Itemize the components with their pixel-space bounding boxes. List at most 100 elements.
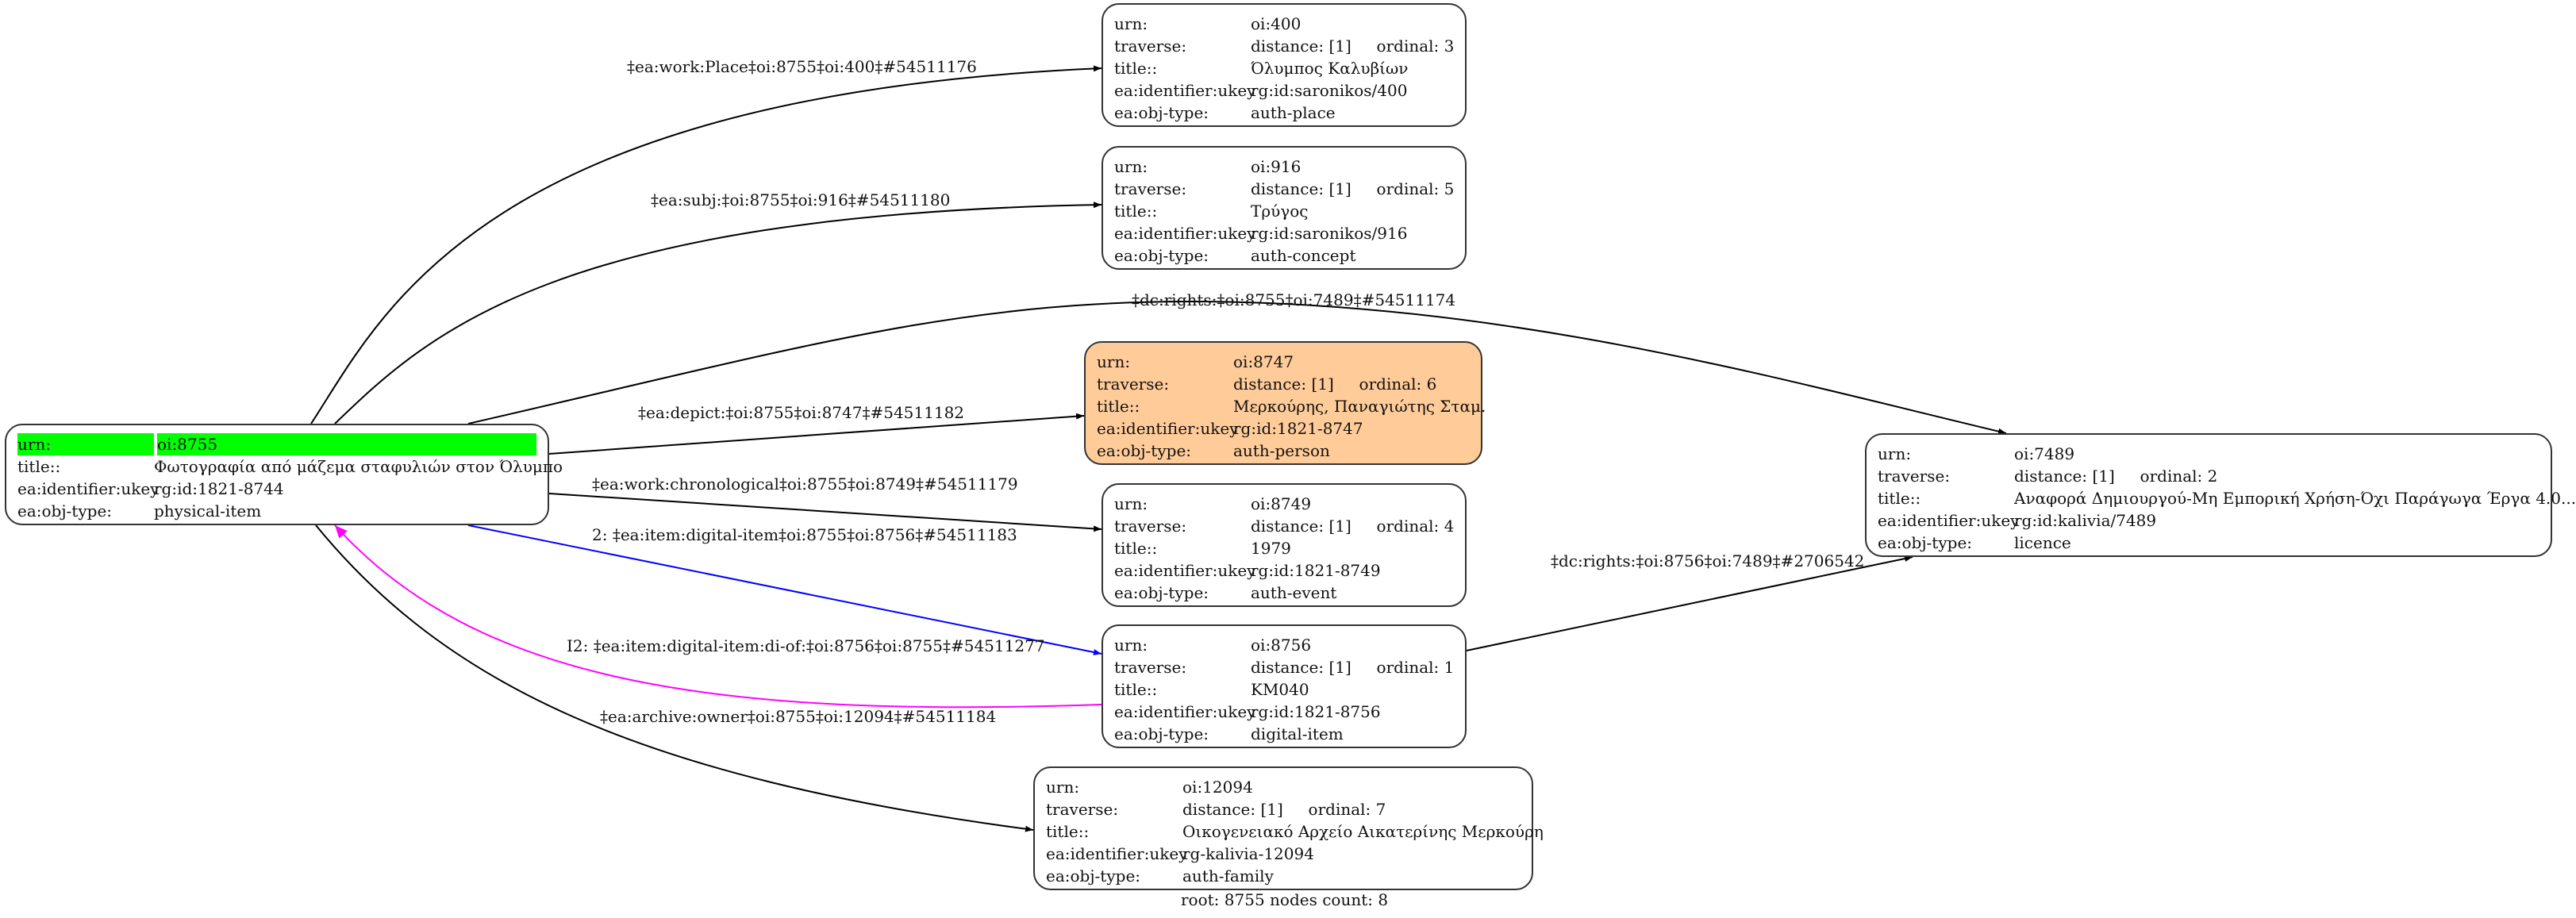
node-field-value: rg:id:1821-8756 <box>1251 702 1381 721</box>
node-row-title: title::KM040 <box>1114 678 1454 701</box>
node-field-key: ea:identifier:ukey <box>1114 702 1256 721</box>
node-field-key: title:: <box>1114 202 1158 221</box>
edge-label-di-of: I2: ‡ea:item:digital-item:di-of:‡oi:8756… <box>567 636 1045 655</box>
node-row-title: title::Όλυμπος Καλυβίων <box>1114 57 1454 79</box>
node-row-traverse: traverse:distance: [1] ordinal: 2 <box>1878 465 2539 487</box>
node-field-key: title:: <box>1046 822 1090 841</box>
node-field-key: ea:obj-type: <box>17 501 113 520</box>
node-field-key: ea:identifier:ukey <box>1878 511 2020 530</box>
node-field-value: distance: [1] ordinal: 7 <box>1182 800 1386 819</box>
node-field-value: rg:id:saronikos/916 <box>1251 224 1408 243</box>
node-row-urn: urn:oi:12094 <box>1046 776 1521 798</box>
edge-owner <box>315 524 1034 832</box>
node-field-key: urn: <box>17 433 157 455</box>
node-field-key: ea:identifier:ukey <box>1046 844 1188 863</box>
node-field-key: ea:obj-type: <box>1046 866 1141 885</box>
node-field-value: auth-event <box>1251 583 1337 602</box>
node-field-value: oi:8755 <box>157 435 218 454</box>
node-12094[interactable]: urn:oi:12094 traverse: distance: [1] ordin… <box>1033 766 1544 890</box>
node-field-key: traverse: <box>1046 800 1119 819</box>
edge-label-owner: ‡ea:archive:owner‡oi:8755‡oi:12094‡#5451… <box>600 707 997 726</box>
node-field-key: ea:obj-type: <box>1114 246 1209 265</box>
node-row-title: title::Μερκούρης, Παναγιώτης Σταμ. <box>1097 395 1486 417</box>
edge-di-of <box>334 524 1102 709</box>
node-field-key: ea:obj-type: <box>1114 103 1209 122</box>
node-row-urn: urn: oi:7489 <box>1878 443 2539 465</box>
node-row-ea-obj-type: ea:obj-type: auth-event <box>1114 582 1454 604</box>
node-field-key: urn: <box>1878 444 1912 463</box>
node-row-ea-obj-type: ea:obj-type: licence <box>1878 532 2539 554</box>
node-field-value: rg:id:1821-8749 <box>1251 561 1381 580</box>
node-7489[interactable]: urn: oi:7489 traverse:distance: [1] ordina… <box>1865 433 2576 557</box>
edge-label-rights-root: ‡dc:rights:‡oi:8755‡oi:7489‡#54511174 <box>1132 290 1456 309</box>
node-field-value: rg:id:1821-8744 <box>154 479 284 498</box>
node-field-value: rg:id:saronikos/400 <box>1251 81 1408 100</box>
node-8749[interactable]: urn:oi:8749 traverse: distance: [1] ordina… <box>1102 483 1467 607</box>
node-row-ea-obj-type: ea:obj-type: digital-item <box>1114 723 1454 745</box>
node-field-value: licence <box>2014 533 2071 552</box>
node-field-key: title:: <box>1878 489 1921 508</box>
node-field-key: ea:obj-type: <box>1878 533 1973 552</box>
node-row-ea-obj-type: ea:obj-type:auth-family <box>1046 865 1521 887</box>
node-field-value: oi:8756 <box>1251 636 1312 655</box>
node-row-ea-obj-type: ea:obj-type:auth-concept <box>1114 244 1454 267</box>
node-field-key: ea:identifier:ukey <box>1114 81 1256 100</box>
node-field-key: traverse: <box>1114 179 1187 198</box>
node-field-value: auth-place <box>1251 103 1336 122</box>
node-field-value: Αναφορά Δημιουργού-Μη Εμπορική Χρήση-Όχι… <box>2014 489 2576 508</box>
node-field-value: KM040 <box>1251 680 1309 699</box>
node-row-traverse: traverse:distance: [1] ordinal: 3 <box>1114 35 1454 57</box>
node-field-value: auth-person <box>1233 441 1330 460</box>
node-row-urn: urn:oi:8755 <box>17 433 536 455</box>
node-field-value: oi:8747 <box>1233 352 1294 371</box>
node-field-key: urn: <box>1114 636 1148 655</box>
node-field-value: Τρύγος <box>1251 202 1309 221</box>
edge-subj <box>334 202 1102 424</box>
node-field-value: oi:916 <box>1251 157 1301 176</box>
node-field-key: traverse: <box>1878 467 1951 486</box>
node-field-value: distance: [1] ordinal: 6 <box>1233 374 1437 394</box>
node-field-key: ea:obj-type: <box>1114 583 1209 602</box>
node-field-value: distance: [1] ordinal: 4 <box>1251 517 1455 536</box>
node-field-key: traverse: <box>1114 517 1187 536</box>
node-field-value: Μερκούρης, Παναγιώτης Σταμ. <box>1233 397 1486 416</box>
node-row-traverse: traverse: distance: [1] ordinal: 5 <box>1114 178 1454 200</box>
node-field-key: ea:identifier:ukey <box>1114 224 1256 243</box>
node-field-key: ea:obj-type: <box>1114 724 1209 743</box>
node-field-value: distance: [1] ordinal: 5 <box>1251 179 1455 198</box>
node-field-value: Όλυμπος Καλυβίων <box>1251 59 1409 78</box>
node-field-key: traverse: <box>1114 658 1187 677</box>
graph-footer: root: 8755 nodes count: 8 <box>1181 890 1389 909</box>
node-field-value: oi:400 <box>1251 14 1301 33</box>
node-field-key: title:: <box>1097 397 1140 416</box>
edge-rights-root <box>467 300 2007 435</box>
node-field-key: title:: <box>17 457 61 476</box>
node-row-title: title::Αναφορά Δημιουργού-Μη Εμπορική Χρ… <box>1878 487 2576 509</box>
node-field-value: Φωτογραφία από μάζεμα σταφυλιών στον Όλυ… <box>154 457 563 476</box>
node-8756[interactable]: urn: oi:8756 traverse: distance: [1] ordina… <box>1102 624 1467 748</box>
edge-label-depict: ‡ea:depict:‡oi:8755‡oi:8747‡#54511182 <box>638 403 965 422</box>
node-field-key: traverse: <box>1097 374 1170 394</box>
node-field-key: ea:identifier:ukey <box>1097 419 1239 438</box>
node-field-value: oi:7489 <box>2014 444 2075 463</box>
node-field-key: ea:identifier:ukey <box>1114 561 1256 580</box>
node-field-value: rg:id:1821-8747 <box>1233 419 1363 438</box>
edge-label-place: ‡ea:work:Place‡oi:8755‡oi:400‡#54511176 <box>627 57 977 76</box>
node-field-key: title:: <box>1114 59 1158 78</box>
node-row-urn: urn:oi:8747 <box>1097 351 1470 373</box>
node-row-urn: urn:oi:8749 <box>1114 493 1454 515</box>
edge-digital <box>467 524 1102 655</box>
node-field-value: digital-item <box>1251 724 1344 743</box>
node-field-value: distance: [1] ordinal: 1 <box>1251 658 1455 677</box>
node-row-ea-obj-type: ea:obj-type:physical-item <box>17 500 536 522</box>
